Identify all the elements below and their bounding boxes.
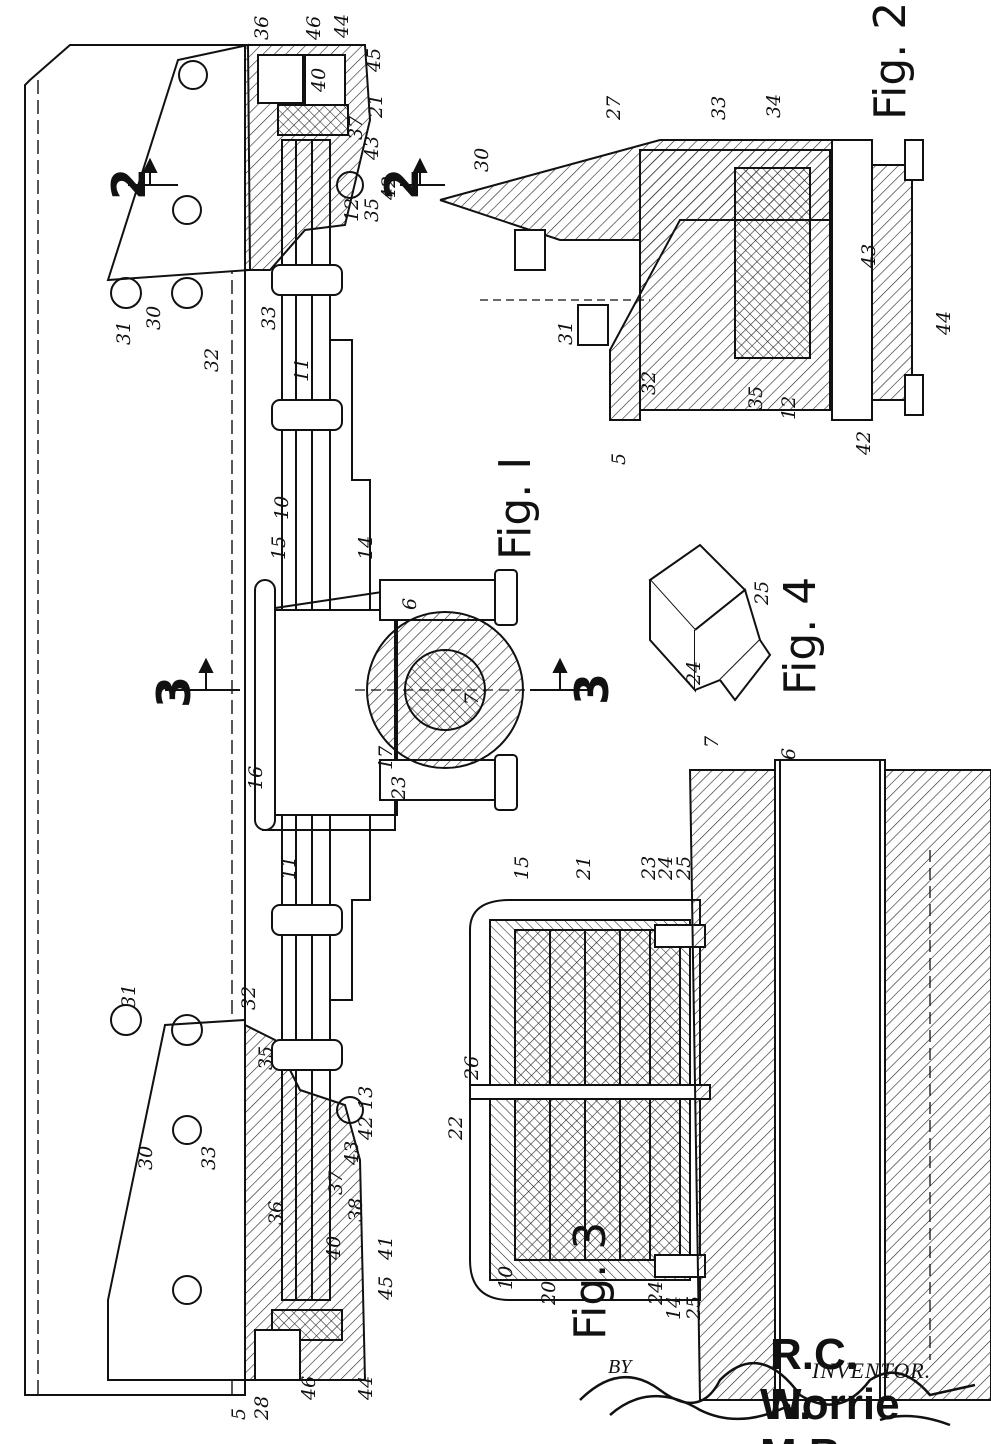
- ref-numeral: 12: [778, 396, 800, 420]
- ref-numeral: 24: [683, 661, 705, 686]
- ref-numeral: 31: [118, 984, 140, 1008]
- section-marks: [128, 157, 590, 691]
- ref-numeral: 5: [608, 453, 630, 465]
- ref-numeral: 42: [355, 1116, 377, 1141]
- inventor-name-1: W. M.Brown: [760, 1380, 946, 1444]
- ref-numeral: 33: [198, 1146, 220, 1170]
- ref-numeral: 41: [375, 1236, 397, 1261]
- ref-numeral: 44: [355, 1376, 377, 1401]
- ref-numeral: 5: [228, 1408, 250, 1420]
- fig4-numerals: 24 25: [683, 581, 773, 686]
- fig3-drawing: [469, 759, 991, 1401]
- ref-numeral: 24: [645, 1281, 667, 1306]
- fig3-label: Fig. 3: [565, 1222, 616, 1340]
- fig1-drawing: [24, 43, 540, 1396]
- ref-numeral: 25: [683, 1296, 705, 1321]
- ref-numeral: 37: [325, 1170, 347, 1195]
- fig1-label: Fig. I: [490, 457, 541, 560]
- ref-numeral: 10: [271, 496, 293, 520]
- ref-numeral: 11: [291, 358, 313, 382]
- ref-numeral: 33: [708, 96, 730, 120]
- fig4-drawing: [648, 543, 772, 702]
- ref-numeral: 6: [399, 598, 421, 610]
- ref-numeral: 30: [135, 1146, 157, 1170]
- ref-numeral: 46: [298, 1376, 320, 1401]
- ref-numeral: 21: [365, 94, 387, 119]
- ref-numeral: 43: [858, 244, 880, 269]
- ref-numeral: 43: [361, 136, 383, 161]
- ref-numeral: 43: [341, 1141, 363, 1166]
- fig4-label: Fig. 4: [775, 577, 826, 695]
- ref-numeral: 44: [331, 14, 353, 39]
- ref-numeral: 35: [361, 198, 383, 222]
- inventor-heading: INVENTOR.: [812, 1358, 932, 1383]
- ref-numeral: 28: [251, 1396, 273, 1421]
- ref-numeral: 44: [933, 311, 955, 336]
- ref-numeral: 33: [258, 306, 280, 330]
- ref-numeral: 32: [638, 371, 660, 395]
- ref-numeral: 45: [363, 48, 385, 73]
- ref-numeral: 17: [375, 745, 397, 770]
- fig2-numerals: 27 30 33 34 31 32 5 35 12 42 43 44: [471, 94, 955, 465]
- ref-numeral: 22: [445, 1116, 467, 1141]
- ref-numeral: 16: [245, 766, 267, 790]
- ref-numeral: 30: [471, 148, 493, 172]
- ref-numeral: 38: [345, 1198, 367, 1222]
- ref-numeral: 46: [303, 16, 325, 41]
- attorney-signature: [579, 1362, 976, 1427]
- ref-numeral: 27: [603, 95, 625, 121]
- ref-numeral: 42: [853, 431, 875, 456]
- ref-numeral: 23: [638, 856, 660, 881]
- ref-numeral: 13: [355, 1086, 377, 1110]
- ref-numeral: 37: [345, 115, 367, 140]
- ref-numeral: 15: [268, 536, 290, 560]
- ref-numeral: 6: [778, 748, 800, 760]
- ref-numeral: 36: [265, 1201, 287, 1225]
- ref-numeral: 35: [255, 1046, 277, 1070]
- section-3b: 3: [565, 673, 619, 705]
- section-2a: 2: [102, 168, 156, 200]
- ref-numeral: 26: [461, 1056, 483, 1081]
- ref-numeral: 31: [555, 321, 577, 345]
- ref-numeral: 7: [701, 735, 723, 748]
- ref-numeral: 14: [355, 536, 377, 560]
- fig2-label: Fig. 2: [865, 2, 916, 120]
- fig3-numerals: 15 21 23 24 25 26 22 10 20 14 24 25 6 7: [445, 735, 800, 1321]
- ref-numeral: 34: [763, 94, 785, 118]
- section-2b: 2: [375, 168, 429, 200]
- ref-numeral: 36: [251, 16, 273, 40]
- ref-numeral: 32: [238, 986, 260, 1010]
- ref-numeral: 10: [495, 1266, 517, 1290]
- fig1-left-numerals: 31 32 35 33 13 42 43 37 38 30 36 40 41 4…: [118, 856, 397, 1421]
- ref-numeral: 24: [655, 856, 677, 881]
- ref-numeral: 35: [745, 386, 767, 410]
- ref-numeral: 23: [388, 776, 410, 801]
- inventor-name-2: R.C. Norrie: [770, 1330, 900, 1429]
- ref-numeral: 32: [201, 348, 223, 372]
- ref-numeral: 15: [511, 856, 533, 880]
- ref-numeral: 7: [461, 692, 483, 705]
- ref-numeral: 12: [341, 198, 363, 222]
- ref-numeral: 11: [278, 856, 300, 880]
- ref-numeral: 20: [538, 1281, 560, 1306]
- ref-numeral: 30: [143, 306, 165, 330]
- ref-numeral: 31: [113, 321, 135, 345]
- ref-numeral: 45: [375, 1276, 397, 1301]
- by-label: BY: [608, 1356, 632, 1378]
- ref-numeral: 40: [308, 68, 330, 93]
- section-3a: 3: [147, 676, 201, 708]
- ref-numeral: 25: [751, 581, 773, 606]
- fig2-drawing: [439, 139, 924, 421]
- ref-numeral: 42: [378, 176, 400, 201]
- ref-numeral: 25: [673, 856, 695, 881]
- ref-numeral: 21: [573, 856, 595, 881]
- fig1-right-numerals: 36 46 44 45 40 21 37 43 12 35 42 33 30 3…: [113, 14, 483, 801]
- ref-numeral: 14: [663, 1296, 685, 1320]
- ref-numeral: 40: [323, 1236, 345, 1261]
